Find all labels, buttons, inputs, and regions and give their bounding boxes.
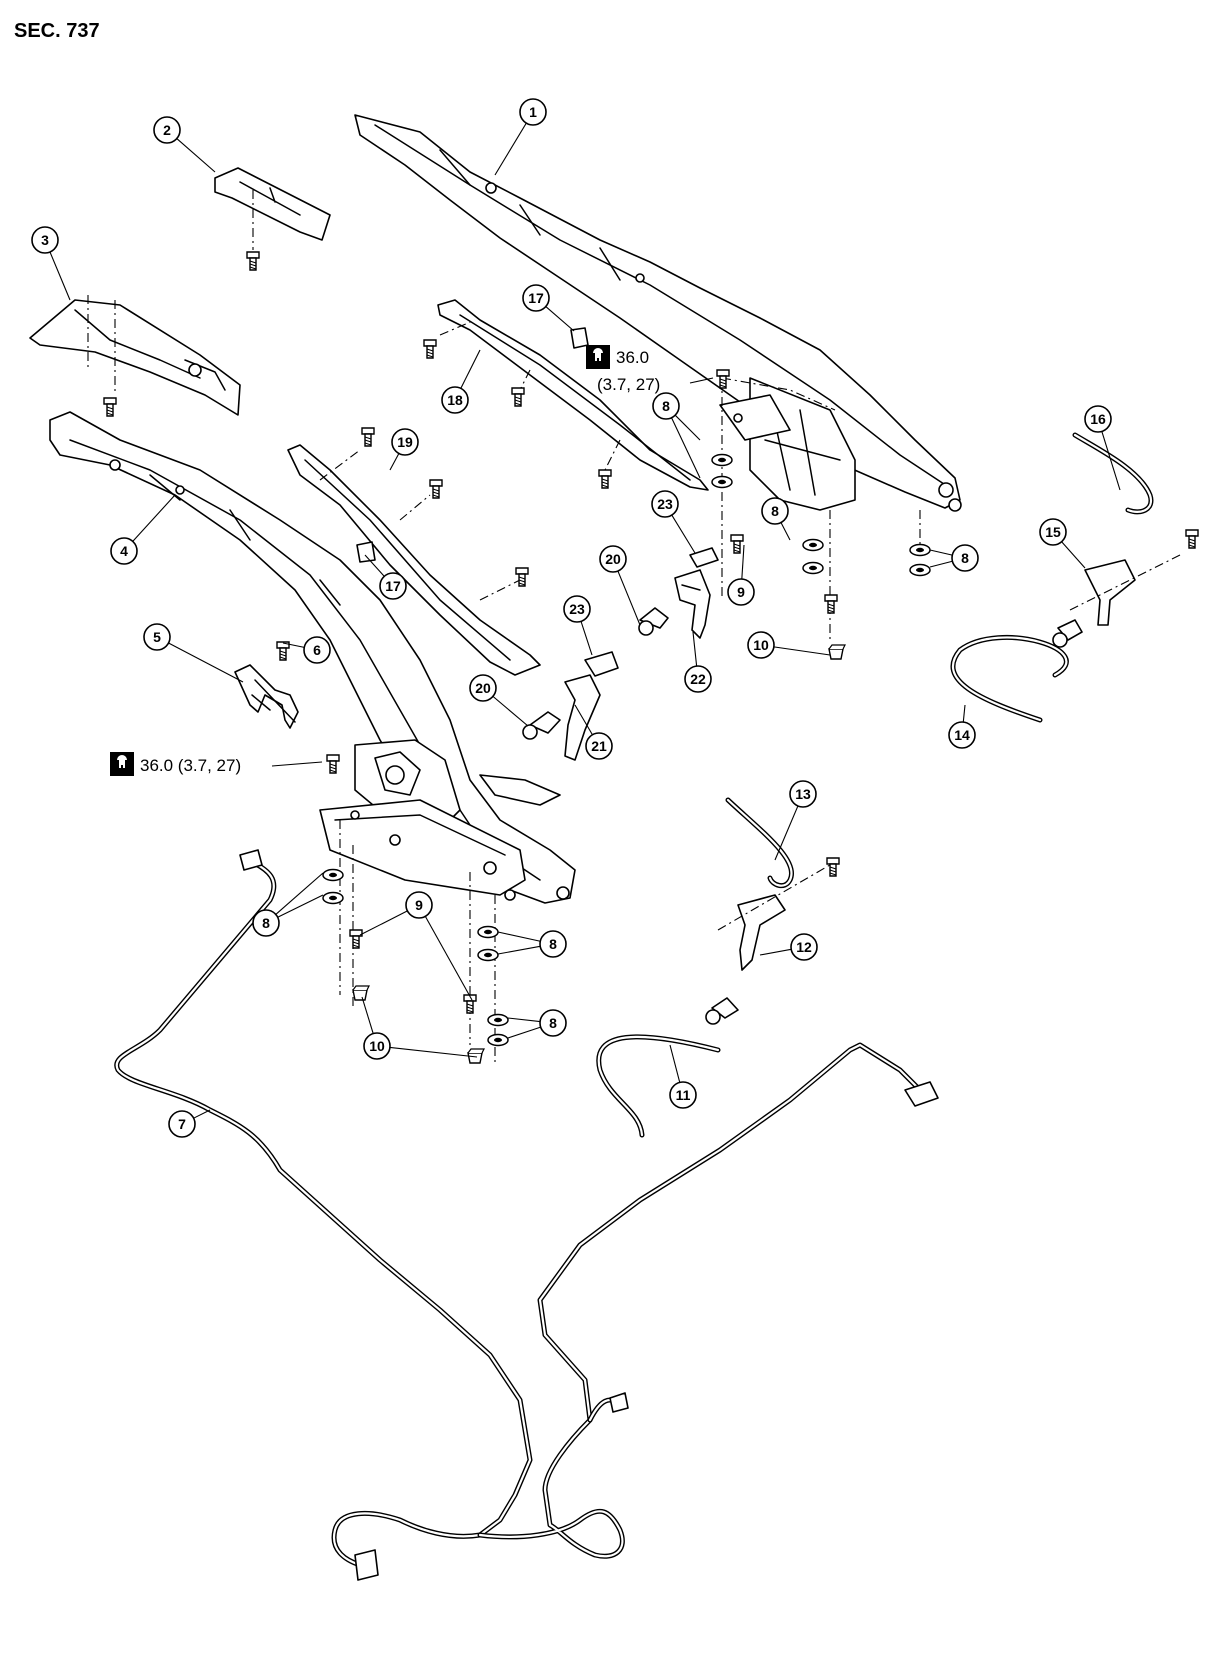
callout-number: 11 [676, 1087, 691, 1103]
callout-number: 12 [796, 939, 812, 955]
part-7-wire-harness [114, 849, 939, 1581]
part-12-bracket [705, 857, 840, 1025]
callout-number: 22 [690, 671, 706, 687]
callout-22: 22 [684, 631, 712, 693]
callout-number: 8 [549, 1015, 557, 1031]
callout-number: 16 [1090, 411, 1106, 427]
part-3-bracket [29, 295, 241, 417]
callout-number: 21 [591, 738, 607, 754]
part-5-bracket [234, 664, 299, 729]
callout-8: 8 [507, 1009, 567, 1039]
callout-11: 11 [669, 1044, 697, 1109]
callout-8: 8 [652, 392, 701, 479]
part-16-cable [1072, 432, 1154, 515]
part-13-cable [725, 797, 795, 889]
part-15-bracket [1052, 529, 1199, 648]
part-22-bracket [674, 569, 711, 639]
callout-18: 18 [441, 349, 481, 414]
callout-8: 8 [497, 930, 567, 958]
part-4-lower-rail [49, 411, 576, 904]
callout-21: 21 [574, 704, 613, 760]
callout-number: 4 [120, 543, 128, 559]
callout-20: 20 [599, 545, 641, 626]
part-11-cable [596, 1034, 721, 1138]
callout-layer: 1234567888888991010111213141516171718192… [31, 98, 1121, 1138]
part-20-bolt-upper [638, 607, 669, 636]
callout-23: 23 [651, 490, 696, 554]
callout-2: 2 [153, 116, 216, 173]
callout-number: 8 [662, 398, 670, 414]
callout-number: 9 [415, 897, 423, 913]
callout-15: 15 [1039, 518, 1086, 569]
callout-5: 5 [143, 623, 244, 683]
section-label: SEC. 737 [14, 20, 100, 42]
torque-sub: (3.7, 27) [597, 375, 660, 394]
callout-17: 17 [522, 284, 575, 332]
callout-20: 20 [469, 674, 529, 727]
callout-1: 1 [494, 98, 547, 176]
torque-value: 36.0 [616, 348, 649, 367]
callout-14: 14 [948, 704, 976, 749]
callout-16: 16 [1084, 405, 1121, 491]
callout-number: 8 [262, 915, 270, 931]
callout-number: 3 [41, 232, 49, 248]
callout-number: 10 [753, 637, 769, 653]
callout-9: 9 [359, 891, 473, 1001]
callout-23: 23 [563, 595, 593, 656]
callout-number: 7 [178, 1116, 186, 1132]
callout-number: 15 [1045, 524, 1061, 540]
callout-number: 20 [475, 680, 491, 696]
callout-number: 9 [737, 584, 745, 600]
part-17-clip-lower [356, 541, 376, 563]
part-18-rail-cover [423, 299, 709, 491]
callout-8: 8 [761, 497, 791, 541]
callout-number: 10 [369, 1038, 385, 1054]
callout-9: 9 [727, 544, 755, 606]
part-19-rail-cover [287, 427, 541, 676]
callout-19: 19 [389, 428, 419, 471]
callout-number: 23 [657, 496, 673, 512]
callout-number: 17 [528, 290, 544, 306]
callout-number: 20 [605, 551, 621, 567]
torque-wrench-icon [586, 345, 610, 369]
part-23-clip-upper [689, 547, 719, 568]
callout-12: 12 [759, 933, 818, 961]
callout-7: 7 [168, 1109, 211, 1138]
callout-8: 8 [929, 544, 979, 572]
torque-spec-upper: 36.0 (3.7, 27) [586, 345, 714, 394]
callout-17: 17 [364, 554, 407, 600]
callout-number: 6 [313, 642, 321, 658]
callout-number: 5 [153, 629, 161, 645]
callout-number: 13 [795, 786, 811, 802]
callout-number: 18 [447, 392, 463, 408]
callout-number: 8 [961, 550, 969, 566]
callout-6: 6 [282, 636, 331, 664]
part-23-clip-lower [584, 651, 619, 677]
part-20-bolt-lower [522, 711, 561, 740]
callout-number: 8 [549, 936, 557, 952]
part-2-bracket [214, 167, 331, 271]
callout-number: 1 [529, 104, 537, 120]
callout-10: 10 [361, 996, 478, 1060]
callout-8: 8 [252, 872, 324, 937]
callout-number: 8 [771, 503, 779, 519]
torque-wrench-icon [110, 752, 134, 776]
callout-number: 19 [397, 434, 413, 450]
callout-10: 10 [747, 631, 831, 659]
callout-3: 3 [31, 226, 71, 301]
callout-number: 14 [954, 727, 970, 743]
part-6-screw [276, 641, 290, 661]
torque-spec-lower: 36.0 (3.7, 27) [110, 752, 323, 776]
part-1-upper-rail [354, 114, 962, 512]
callout-13: 13 [774, 780, 817, 861]
callout-number: 17 [385, 578, 401, 594]
callout-4: 4 [110, 494, 176, 565]
callout-number: 2 [163, 122, 171, 138]
torque-value: 36.0 (3.7, 27) [140, 756, 241, 775]
callout-number: 23 [569, 601, 585, 617]
part-14-cable [950, 635, 1069, 723]
